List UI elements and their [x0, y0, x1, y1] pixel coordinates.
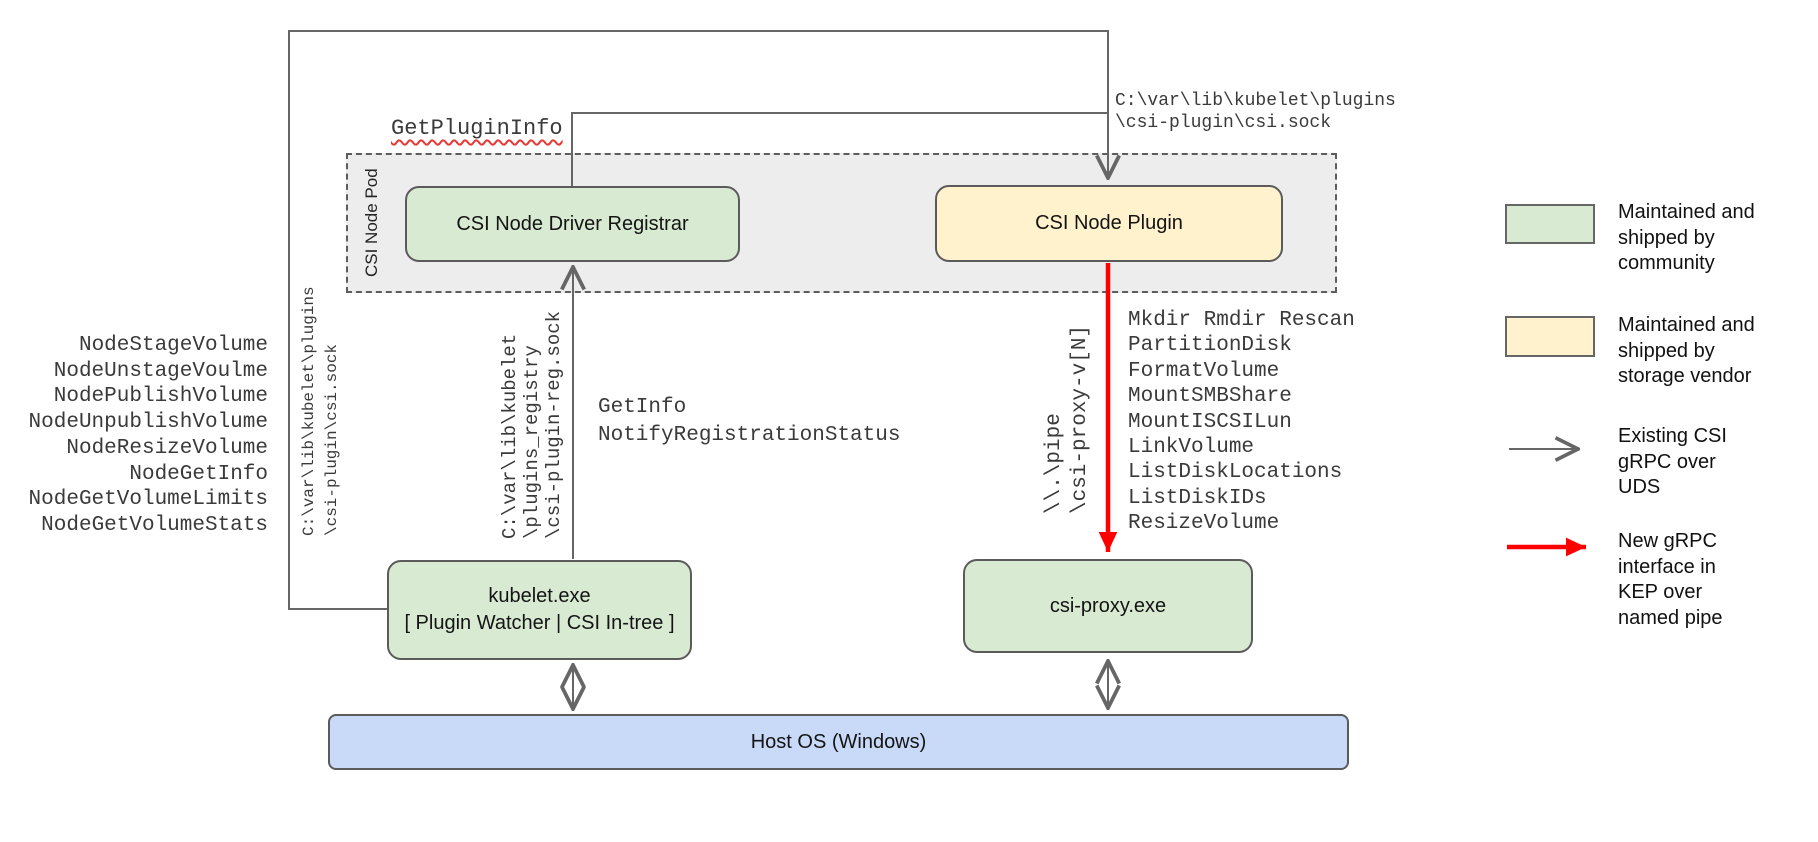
rpc-item: NodePublishVolume: [53, 385, 268, 409]
rpc-item: NodeGetVolumeLimits: [28, 488, 268, 512]
legend-vendor-swatch: [1505, 316, 1595, 357]
rpc-item: PartitionDisk: [1128, 334, 1292, 358]
rpc-item: ListDiskIDs: [1128, 486, 1267, 510]
rpc-item: LinkVolume: [1128, 436, 1255, 460]
rpc-item: NodeGetInfo: [129, 462, 268, 486]
rpc-item: NodeGetVolumeStats: [41, 513, 268, 537]
registrar-label: CSI Node Driver Registrar: [456, 212, 689, 235]
csi-proxy-box: csi-proxy.exe: [963, 559, 1253, 653]
csi-node-driver-registrar-box: CSI Node Driver Registrar: [405, 186, 740, 262]
rpc-item: Mkdir Rmdir Rescan: [1128, 309, 1355, 332]
rpc-item: ListDiskLocations: [1128, 461, 1343, 485]
legend-uds-text: Existing CSI gRPC over UDS: [1618, 425, 1727, 498]
rpc-item: NodeUnstageVoulme: [53, 359, 268, 383]
getplugininfo-label: GetPluginInfo: [391, 116, 563, 141]
rpc-item: MountSMBShare: [1128, 385, 1292, 409]
csi-node-plugin-box: CSI Node Plugin: [935, 185, 1283, 262]
kubelet-subtitle: [ Plugin Watcher | CSI In-tree ]: [404, 612, 675, 634]
csi-node-pod-label: CSI Node Pod: [362, 168, 381, 277]
kubelet-title: kubelet.exe: [488, 585, 591, 607]
csi-sock-path-rotated-label: C:\var\lib\kubelet\plugins \csi-plugin\c…: [300, 286, 341, 536]
proxy-label: csi-proxy.exe: [1049, 594, 1167, 617]
registrar-getplugininfo-connector: [571, 112, 1108, 186]
named-pipe-path-label: \\.\pipe \csi-proxy-v[N]: [1043, 324, 1092, 514]
host-os-box: Host OS (Windows): [328, 714, 1349, 770]
plugin-label: CSI Node Plugin: [1035, 212, 1183, 234]
rpc-item: MountISCSILun: [1128, 410, 1292, 434]
legend-vendor-text: Maintained and shipped by storage vendor: [1618, 314, 1755, 387]
csi-sock-path-label: C:\var\lib\kubelet\plugins \csi-plugin\c…: [1115, 91, 1396, 133]
rpc-item: ResizeVolume: [1128, 512, 1280, 536]
host-os-label: Host OS (Windows): [750, 730, 927, 753]
kubelet-box: kubelet.exe [ Plugin Watcher | CSI In-tr…: [387, 560, 692, 660]
rpc-item: NodeStageVolume: [78, 334, 268, 357]
rpc-item: FormatVolume: [1128, 359, 1280, 383]
rpc-item: NodeResizeVolume: [66, 436, 268, 460]
legend-community-text: Maintained and shipped by community: [1618, 201, 1755, 274]
registration-rpcs-label: GetInfo NotifyRegistrationStatus: [598, 396, 901, 447]
legend-community-swatch: [1505, 204, 1595, 244]
legend-named-pipe-text: New gRPC interface in KEP over named pip…: [1618, 530, 1723, 629]
rpc-item: NodeUnpublishVolume: [28, 411, 268, 435]
kubelet-to-plugin-uds-connector: [288, 30, 1108, 610]
registration-sock-path-label: C:\var\lib\kubelet \plugins_registry \cs…: [499, 310, 565, 539]
